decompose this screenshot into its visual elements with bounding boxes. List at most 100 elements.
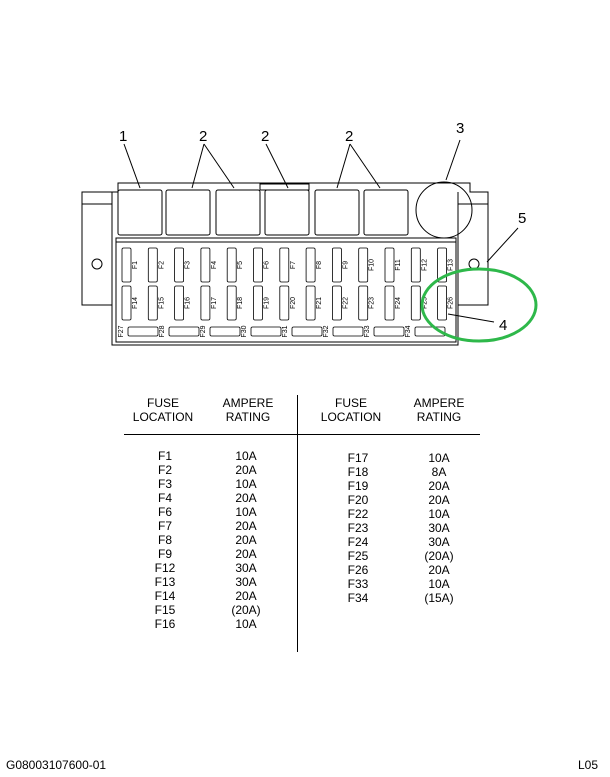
fuse-slot-f3	[174, 247, 185, 283]
fuse-slot-f15	[147, 285, 158, 321]
fuse-slot-f12	[410, 247, 421, 283]
fuse-slot-f10	[358, 247, 369, 283]
fuse-label-f28: F28	[159, 325, 166, 337]
left-header-rating-text: AMPERE RATING	[222, 396, 274, 424]
fuse-label-f16: F16	[185, 297, 192, 309]
fuse-slot-f6	[253, 247, 263, 283]
fuse-slot-f14	[121, 285, 132, 321]
callout-2c: 2	[345, 128, 353, 145]
callout-1: 1	[119, 128, 127, 145]
fuse-label-f8: F8	[316, 261, 323, 269]
fuse-slot-f5	[226, 247, 237, 283]
fuse-slot-f17	[200, 285, 211, 321]
fuse-label-f18: F18	[237, 297, 244, 309]
right-locations-column: F17 F18 F19 F20 F22 F23 F24 F25 F26 F33 …	[347, 451, 369, 605]
fuse-label-f1: F1	[132, 261, 139, 269]
fuse-label-f34: F34	[405, 325, 412, 337]
relay-4	[264, 189, 310, 236]
leader-lines	[123, 139, 519, 323]
right-ratings-column: 10A 8A 20A 20A 10A 30A 30A (20A) 20A 10A…	[424, 451, 454, 605]
fuse-label-f20: F20	[290, 297, 297, 309]
fuse-label-f22: F22	[342, 297, 349, 309]
callout-4: 4	[499, 317, 507, 334]
mounting-hole-right	[468, 258, 480, 270]
left-header-location: FUSE LOCATION	[132, 396, 194, 424]
fuse-slot-f11	[384, 247, 395, 283]
right-header-location: FUSE LOCATION	[320, 396, 382, 424]
fuse-label-f13: F13	[448, 259, 455, 271]
fuse-label-f12: F12	[421, 259, 428, 271]
fuse-slot-f29	[209, 326, 241, 337]
fuse-label-f32: F32	[323, 325, 330, 337]
fuse-label-f5: F5	[237, 261, 244, 269]
fuse-block-inner	[115, 237, 457, 343]
fuse-slot-f33	[373, 326, 405, 337]
fuse-slot-f28	[168, 326, 200, 337]
left-locations-column: F1 F2 F3 F4 F6 F7 F8 F9 F12 F13 F14 F15 …	[154, 449, 176, 631]
fuse-label-f24: F24	[395, 297, 402, 309]
column-divider	[297, 395, 298, 652]
fuse-slot-f30	[250, 326, 282, 337]
fuse-slot-f20	[279, 285, 290, 321]
fuse-slot-f32	[332, 326, 364, 337]
fuse-slot-f8	[305, 247, 316, 283]
callout-5: 5	[518, 210, 526, 227]
fuse-slot-f4	[200, 247, 211, 283]
callout-3: 3	[456, 120, 464, 137]
fuse-label-f30: F30	[241, 325, 248, 337]
relay-3	[215, 189, 261, 236]
right-header-rating: AMPERE RATING	[413, 396, 465, 424]
fuse-slot-f18	[226, 285, 237, 321]
relay-1	[117, 189, 163, 236]
fuse-slot-f7	[279, 247, 290, 283]
fuse-slot-f26	[437, 285, 448, 321]
fuse-label-f26: F26	[448, 297, 455, 309]
fuse-slot-f24	[384, 285, 395, 321]
fuse-slot-f19	[253, 285, 263, 321]
fuse-slot-f23	[358, 285, 369, 321]
fuse-label-f3: F3	[185, 261, 192, 269]
fuse-slot-f9	[331, 247, 342, 283]
relay-2	[165, 189, 211, 236]
fuse-label-f7: F7	[290, 261, 297, 269]
fuse-slot-f34	[414, 326, 446, 337]
fuse-label-f2: F2	[158, 261, 165, 269]
fuse-slot-f1	[121, 247, 132, 283]
fuse-label-f31: F31	[282, 325, 289, 337]
fuse-label-f15: F15	[158, 297, 165, 309]
fuse-label-f29: F29	[200, 325, 207, 337]
callout-2b: 2	[261, 128, 269, 145]
fuse-slot-f27	[127, 326, 159, 337]
fuse-label-f33: F33	[364, 325, 371, 337]
fuse-slot-f25	[410, 285, 421, 321]
fuse-slot-f16	[174, 285, 185, 321]
relay-4-tab	[259, 183, 310, 191]
header-rule	[124, 434, 480, 435]
footer-page-code: L05	[578, 758, 599, 772]
fuse-label-f9: F9	[342, 261, 349, 269]
fuse-label-f4: F4	[211, 261, 218, 269]
fuse-slot-f31	[291, 326, 323, 337]
fuse-slot-f21	[305, 285, 316, 321]
highlight-ellipse	[420, 267, 538, 343]
left-ratings-column: 10A 20A 10A 20A 10A 20A 20A 20A 30A 30A …	[231, 449, 261, 631]
fuse-slot-f2	[147, 247, 158, 283]
fuse-label-f23: F23	[369, 297, 376, 309]
fuse-slot-f13	[437, 247, 448, 283]
fuse-label-f17: F17	[211, 297, 218, 309]
circuit-breaker	[415, 181, 473, 239]
relay-6	[363, 189, 409, 236]
fuse-label-f19: F19	[264, 297, 271, 309]
fuse-label-f11: F11	[395, 259, 402, 271]
callout-2a: 2	[199, 128, 207, 145]
fuse-label-f21: F21	[316, 297, 323, 309]
fuse-label-f27: F27	[118, 325, 125, 337]
fuse-label-f25: F25	[421, 297, 428, 309]
footer-drawing-number: G08003107600-01	[6, 758, 107, 772]
mounting-hole-left	[91, 258, 103, 270]
fuse-label-f6: F6	[264, 261, 271, 269]
relay-5	[314, 189, 360, 236]
fuse-slot-f22	[331, 285, 342, 321]
